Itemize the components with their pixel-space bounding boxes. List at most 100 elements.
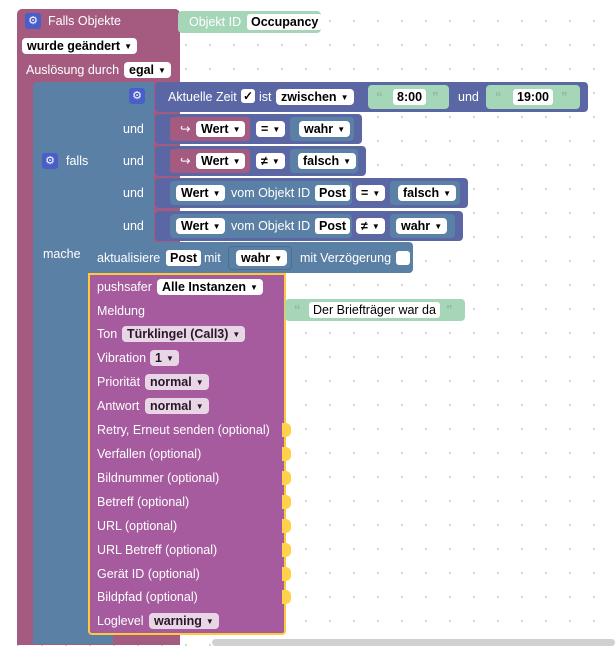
optional-row: Gerät ID (optional): [97, 567, 200, 581]
dropdown-arrow-icon: ▼: [232, 157, 241, 166]
operator-dropdown-4[interactable]: =▼: [356, 185, 386, 201]
value-dropdown-4[interactable]: falsch▼: [398, 185, 457, 201]
dropdown-arrow-icon: ▼: [195, 402, 204, 411]
vibration-dropdown[interactable]: 1▼: [150, 350, 179, 366]
quote-icon: ”: [446, 302, 453, 317]
gear-icon[interactable]: ⚙: [129, 88, 145, 104]
vibration-label: Vibration: [97, 351, 147, 365]
dropdown-arrow-icon: ▼: [371, 222, 380, 231]
sound-dropdown[interactable]: Türklingel (Call3)▼: [122, 326, 246, 342]
variable-dropdown-2[interactable]: Wert▼: [196, 121, 246, 137]
dropdown-arrow-icon: ▼: [250, 283, 258, 292]
object-field-5[interactable]: Post: [315, 218, 351, 234]
time-to-field[interactable]: 19:00: [513, 89, 553, 105]
value-2: wahr: [304, 122, 334, 136]
update-value: wahr: [241, 251, 271, 265]
update-mit-label: mit: [204, 251, 221, 265]
update-object-field[interactable]: Post: [166, 250, 202, 266]
operator-value-4: =: [361, 186, 369, 200]
dropdown-arrow-icon: ▼: [212, 189, 221, 198]
input-socket[interactable]: [282, 567, 291, 581]
optional-row: Betreff (optional): [97, 495, 190, 509]
time-from-field[interactable]: 8:00: [393, 89, 427, 105]
quote-icon: “: [294, 302, 301, 317]
time-operator-dropdown[interactable]: zwischen▼: [276, 89, 354, 105]
dropdown-arrow-icon: ▼: [343, 157, 352, 166]
if-block-conditions: [110, 82, 154, 242]
and-label-4: und: [123, 219, 144, 233]
object-field-4[interactable]: Post: [315, 185, 351, 201]
answer-label: Antwort: [97, 399, 140, 413]
priority-label: Priorität: [97, 375, 141, 389]
instance-value: Alle Instanzen: [162, 280, 247, 294]
optional-row: Bildpfad (optional): [97, 590, 198, 604]
priority-dropdown[interactable]: normal▼: [145, 374, 209, 390]
quote-icon: “: [376, 89, 383, 104]
operator-dropdown-3[interactable]: ≠▼: [256, 153, 285, 169]
current-time-label: Aktuelle Zeit: [168, 90, 237, 104]
get-variable-icon: ↪: [180, 154, 191, 168]
trigger-title: Falls Objekte: [48, 14, 121, 28]
answer-dropdown[interactable]: normal▼: [145, 398, 209, 414]
triggered-by-dropdown[interactable]: egal▼: [124, 62, 171, 78]
operator-value-5: ≠: [361, 219, 368, 233]
optional-row: URL (optional): [97, 519, 178, 533]
value-3: falsch: [303, 154, 340, 168]
mache-label: mache: [43, 247, 81, 261]
variable-dropdown-4[interactable]: Wert▼: [176, 185, 226, 201]
variable-value-4: Wert: [181, 186, 209, 200]
dropdown-arrow-icon: ▼: [212, 222, 221, 231]
object-id-label: Objekt ID: [189, 15, 242, 29]
operator-value-3: ≠: [261, 154, 268, 168]
variable-value-2: Wert: [201, 122, 229, 136]
from-object-label-5: vom Objekt ID: [231, 219, 311, 233]
quote-icon: ”: [432, 89, 439, 104]
time-checkbox[interactable]: ✓: [241, 89, 255, 103]
delay-label: mit Verzögerung: [300, 251, 392, 265]
variable-value-5: Wert: [181, 219, 209, 233]
value-5: wahr: [401, 219, 431, 233]
delay-checkbox[interactable]: [396, 251, 410, 265]
update-label: aktualisiere: [97, 251, 161, 265]
message-label: Meldung: [97, 304, 145, 318]
input-socket[interactable]: [282, 471, 291, 485]
priority-value: normal: [150, 375, 192, 389]
input-socket[interactable]: [282, 543, 291, 557]
operator-dropdown-2[interactable]: =▼: [256, 121, 286, 137]
instance-dropdown[interactable]: Alle Instanzen▼: [157, 279, 263, 295]
vibration-value: 1: [155, 351, 162, 365]
object-id-field[interactable]: Occupancy: [247, 14, 323, 30]
value-dropdown-2[interactable]: wahr▼: [299, 121, 351, 137]
operator-value-2: =: [261, 122, 269, 136]
from-object-label-4: vom Objekt ID: [231, 186, 311, 200]
operator-dropdown-5[interactable]: ≠▼: [356, 218, 385, 234]
and-label-2: und: [123, 154, 144, 168]
horizontal-scrollbar[interactable]: [212, 639, 615, 646]
variable-dropdown-3[interactable]: Wert▼: [196, 153, 246, 169]
quote-icon: ”: [561, 89, 568, 104]
input-socket[interactable]: [282, 447, 291, 461]
input-socket[interactable]: [282, 590, 291, 604]
changed-dropdown[interactable]: wurde geändert▼: [22, 38, 137, 54]
changed-value: wurde geändert: [27, 39, 121, 53]
value-dropdown-5[interactable]: wahr▼: [396, 218, 448, 234]
gear-icon[interactable]: ⚙: [42, 153, 58, 169]
update-value-dropdown[interactable]: wahr▼: [236, 250, 288, 266]
falls-label: falls: [66, 154, 89, 168]
input-socket[interactable]: [282, 423, 291, 437]
sound-value: Türklingel (Call3): [127, 327, 229, 341]
loglevel-value: warning: [154, 614, 202, 628]
value-4: falsch: [403, 186, 440, 200]
input-socket[interactable]: [282, 495, 291, 509]
loglevel-dropdown[interactable]: warning▼: [149, 613, 219, 629]
input-socket[interactable]: [282, 519, 291, 533]
dropdown-arrow-icon: ▼: [232, 125, 241, 134]
value-dropdown-3[interactable]: falsch▼: [298, 153, 357, 169]
optional-row: Verfallen (optional): [97, 447, 202, 461]
gear-icon[interactable]: ⚙: [25, 13, 41, 29]
time-operator-value: zwischen: [281, 90, 337, 104]
message-field[interactable]: Der Briefträger war da: [309, 302, 440, 318]
dropdown-arrow-icon: ▼: [165, 354, 174, 363]
dropdown-arrow-icon: ▼: [205, 617, 214, 626]
variable-dropdown-5[interactable]: Wert▼: [176, 218, 226, 234]
